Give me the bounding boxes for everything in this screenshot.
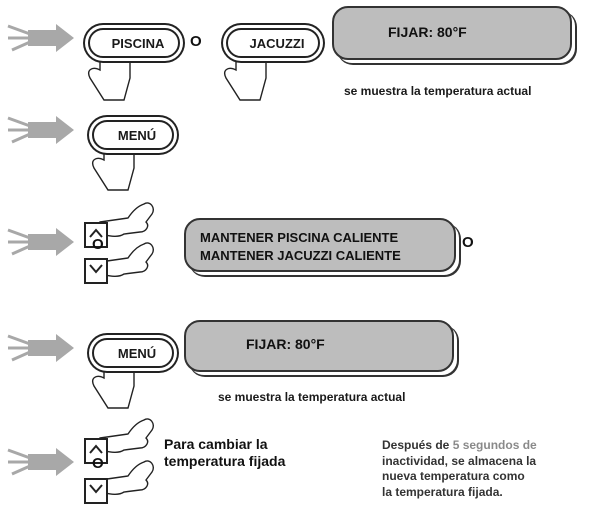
- step-arrow-4: [7, 334, 74, 362]
- spa-button-label: JACUZZI: [249, 35, 305, 51]
- chevron-down-icon: [89, 262, 103, 280]
- menu-button[interactable]: MENÚ: [92, 120, 174, 150]
- chevron-up-icon: [89, 226, 103, 244]
- note-line-1: Después de 5 segundos de: [382, 438, 582, 454]
- temperature-display: FIJAR: 80°F: [332, 6, 572, 60]
- hand-icon: [99, 202, 154, 277]
- note-highlight: 5 segundos de: [452, 438, 537, 452]
- display-caption: se muestra la temperatura actual: [344, 84, 532, 98]
- pool-button-label: PISCINA: [111, 35, 165, 51]
- step-arrow-3: [7, 228, 74, 256]
- display-caption: se muestra la temperatura actual: [218, 390, 406, 404]
- step-arrow-5: [7, 448, 74, 476]
- down-arrow-button[interactable]: [84, 258, 108, 284]
- chevron-up-icon: [89, 442, 103, 460]
- display-line-1: MANTENER PISCINA CALIENTE: [200, 230, 399, 245]
- up-arrow-button[interactable]: [84, 438, 108, 464]
- display-line-2: MANTENER JACUZZI CALIENTE: [200, 248, 401, 263]
- or-text: O: [92, 236, 104, 253]
- up-arrow-button[interactable]: [84, 222, 108, 248]
- heat-mode-display: MANTENER PISCINA CALIENTE MANTENER JACUZ…: [184, 218, 456, 272]
- or-text: O: [92, 455, 104, 472]
- or-text: O: [462, 234, 474, 251]
- instruction-line-2: temperatura fijada: [164, 453, 286, 469]
- note-line-2: inactividad, se almacena la: [382, 453, 537, 468]
- note-line-4: la temperatura fijada.: [382, 484, 503, 499]
- hand-icon: [99, 418, 154, 495]
- display-text: FIJAR: 80°F: [388, 24, 467, 40]
- display-text: FIJAR: 80°F: [246, 336, 325, 352]
- pool-button[interactable]: PISCINA: [88, 28, 180, 58]
- step-arrow-1: [7, 24, 74, 52]
- or-text: O: [190, 33, 202, 50]
- note-line-3: nueva temperatura como: [382, 469, 525, 483]
- instruction-text: Para cambiar la temperatura fijada: [164, 436, 285, 470]
- menu-button-label: MENÚ: [117, 345, 157, 361]
- note-lead: Después de: [382, 438, 450, 452]
- menu-button[interactable]: MENÚ: [92, 338, 174, 368]
- down-arrow-button[interactable]: [84, 478, 108, 504]
- menu-button-label: MENÚ: [117, 127, 157, 143]
- timeout-note: Después de 5 segundos de inactividad, se…: [382, 438, 582, 500]
- chevron-down-icon: [89, 482, 103, 500]
- step-arrow-2: [7, 116, 74, 144]
- instruction-line-1: Para cambiar la: [164, 436, 268, 452]
- spa-button[interactable]: JACUZZI: [226, 28, 320, 58]
- temperature-display: FIJAR: 80°F: [184, 320, 454, 372]
